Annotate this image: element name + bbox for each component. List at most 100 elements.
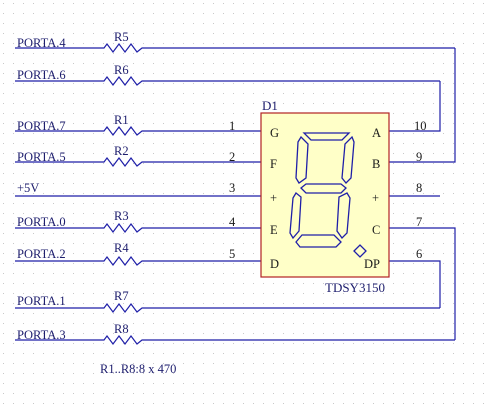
- grid-dot: [163, 223, 164, 224]
- grid-dot: [203, 383, 204, 384]
- grid-dot: [463, 103, 464, 104]
- grid-dot: [63, 393, 64, 394]
- grid-dot: [83, 153, 84, 154]
- grid-dot: [223, 233, 224, 234]
- grid-dot: [213, 193, 214, 194]
- grid-dot: [113, 313, 114, 314]
- grid-dot: [23, 333, 24, 334]
- grid-dot: [233, 353, 234, 354]
- grid-dot: [413, 43, 414, 44]
- grid-dot: [303, 323, 304, 324]
- grid-dot: [473, 133, 474, 134]
- grid-dot: [383, 63, 384, 64]
- grid-dot: [153, 73, 154, 74]
- grid-dot: [183, 203, 184, 204]
- grid-dot: [363, 73, 364, 74]
- grid-dot: [263, 383, 264, 384]
- grid-dot: [143, 183, 144, 184]
- grid-dot: [3, 263, 4, 264]
- grid-dot: [23, 153, 24, 154]
- grid-dot: [93, 73, 94, 74]
- grid-dot: [393, 173, 394, 174]
- grid-dot: [93, 373, 94, 374]
- grid-dot: [133, 283, 134, 284]
- grid-dot: [213, 143, 214, 144]
- grid-dot: [163, 183, 164, 184]
- grid-dot: [133, 43, 134, 44]
- grid-dot: [483, 383, 484, 384]
- grid-dot: [103, 153, 104, 154]
- grid-dot: [313, 323, 314, 324]
- grid-dot: [163, 253, 164, 254]
- grid-dot: [433, 23, 434, 24]
- pin-name-b: B: [372, 157, 380, 171]
- grid-dot: [423, 133, 424, 134]
- grid-dot: [163, 33, 164, 34]
- grid-dot: [453, 33, 454, 34]
- grid-dot: [143, 293, 144, 294]
- grid-dot: [93, 233, 94, 234]
- grid-dot: [163, 303, 164, 304]
- grid-dot: [473, 33, 474, 34]
- grid-dot: [343, 13, 344, 14]
- grid-dot: [353, 363, 354, 364]
- grid-dot: [453, 83, 454, 84]
- net-label-porta4: PORTA.4: [17, 36, 66, 50]
- grid-dot: [413, 103, 414, 104]
- grid-dot: [283, 313, 284, 314]
- grid-dot: [433, 153, 434, 154]
- grid-dot: [303, 343, 304, 344]
- grid-dot: [103, 43, 104, 44]
- grid-dot: [323, 23, 324, 24]
- grid-dot: [133, 293, 134, 294]
- grid-dot: [93, 303, 94, 304]
- grid-dot: [183, 343, 184, 344]
- grid-dot: [463, 173, 464, 174]
- grid-dot: [33, 173, 34, 174]
- grid-dot: [483, 343, 484, 344]
- grid-dot: [443, 253, 444, 254]
- grid-dot: [123, 3, 124, 4]
- grid-dot: [163, 293, 164, 294]
- grid-dot: [363, 33, 364, 34]
- grid-dot: [103, 283, 104, 284]
- grid-dot: [103, 323, 104, 324]
- grid-dot: [153, 353, 154, 354]
- grid-dot: [253, 93, 254, 94]
- grid-dot: [153, 103, 154, 104]
- grid-dot: [313, 373, 314, 374]
- grid-dot: [363, 393, 364, 394]
- grid-dot: [83, 253, 84, 254]
- grid-dot: [33, 163, 34, 164]
- grid-dot: [113, 113, 114, 114]
- grid-dot: [453, 293, 454, 294]
- grid-dot: [213, 123, 214, 124]
- grid-dot: [63, 63, 64, 64]
- grid-dot: [133, 53, 134, 54]
- wire-porta3: [15, 335, 455, 345]
- grid-dot: [303, 373, 304, 374]
- grid-dot: [443, 223, 444, 224]
- grid-dot: [253, 3, 254, 4]
- grid-dot: [443, 3, 444, 4]
- grid-dot: [83, 393, 84, 394]
- grid-dot: [83, 323, 84, 324]
- grid-dot: [73, 283, 74, 284]
- grid-dot: [323, 83, 324, 84]
- grid-dot: [393, 373, 394, 374]
- grid-dot: [103, 233, 104, 234]
- grid-dot: [183, 253, 184, 254]
- grid-dot: [373, 53, 374, 54]
- grid-dot: [393, 123, 394, 124]
- grid-dot: [213, 243, 214, 244]
- grid-dot: [463, 43, 464, 44]
- grid-dot: [263, 3, 264, 4]
- grid-dot: [43, 323, 44, 324]
- grid-dot: [193, 293, 194, 294]
- wire-porta6-route: [389, 81, 441, 132]
- grid-dot: [163, 383, 164, 384]
- grid-dot: [223, 53, 224, 54]
- grid-dot: [283, 43, 284, 44]
- grid-dot: [223, 3, 224, 4]
- grid-dot: [123, 23, 124, 24]
